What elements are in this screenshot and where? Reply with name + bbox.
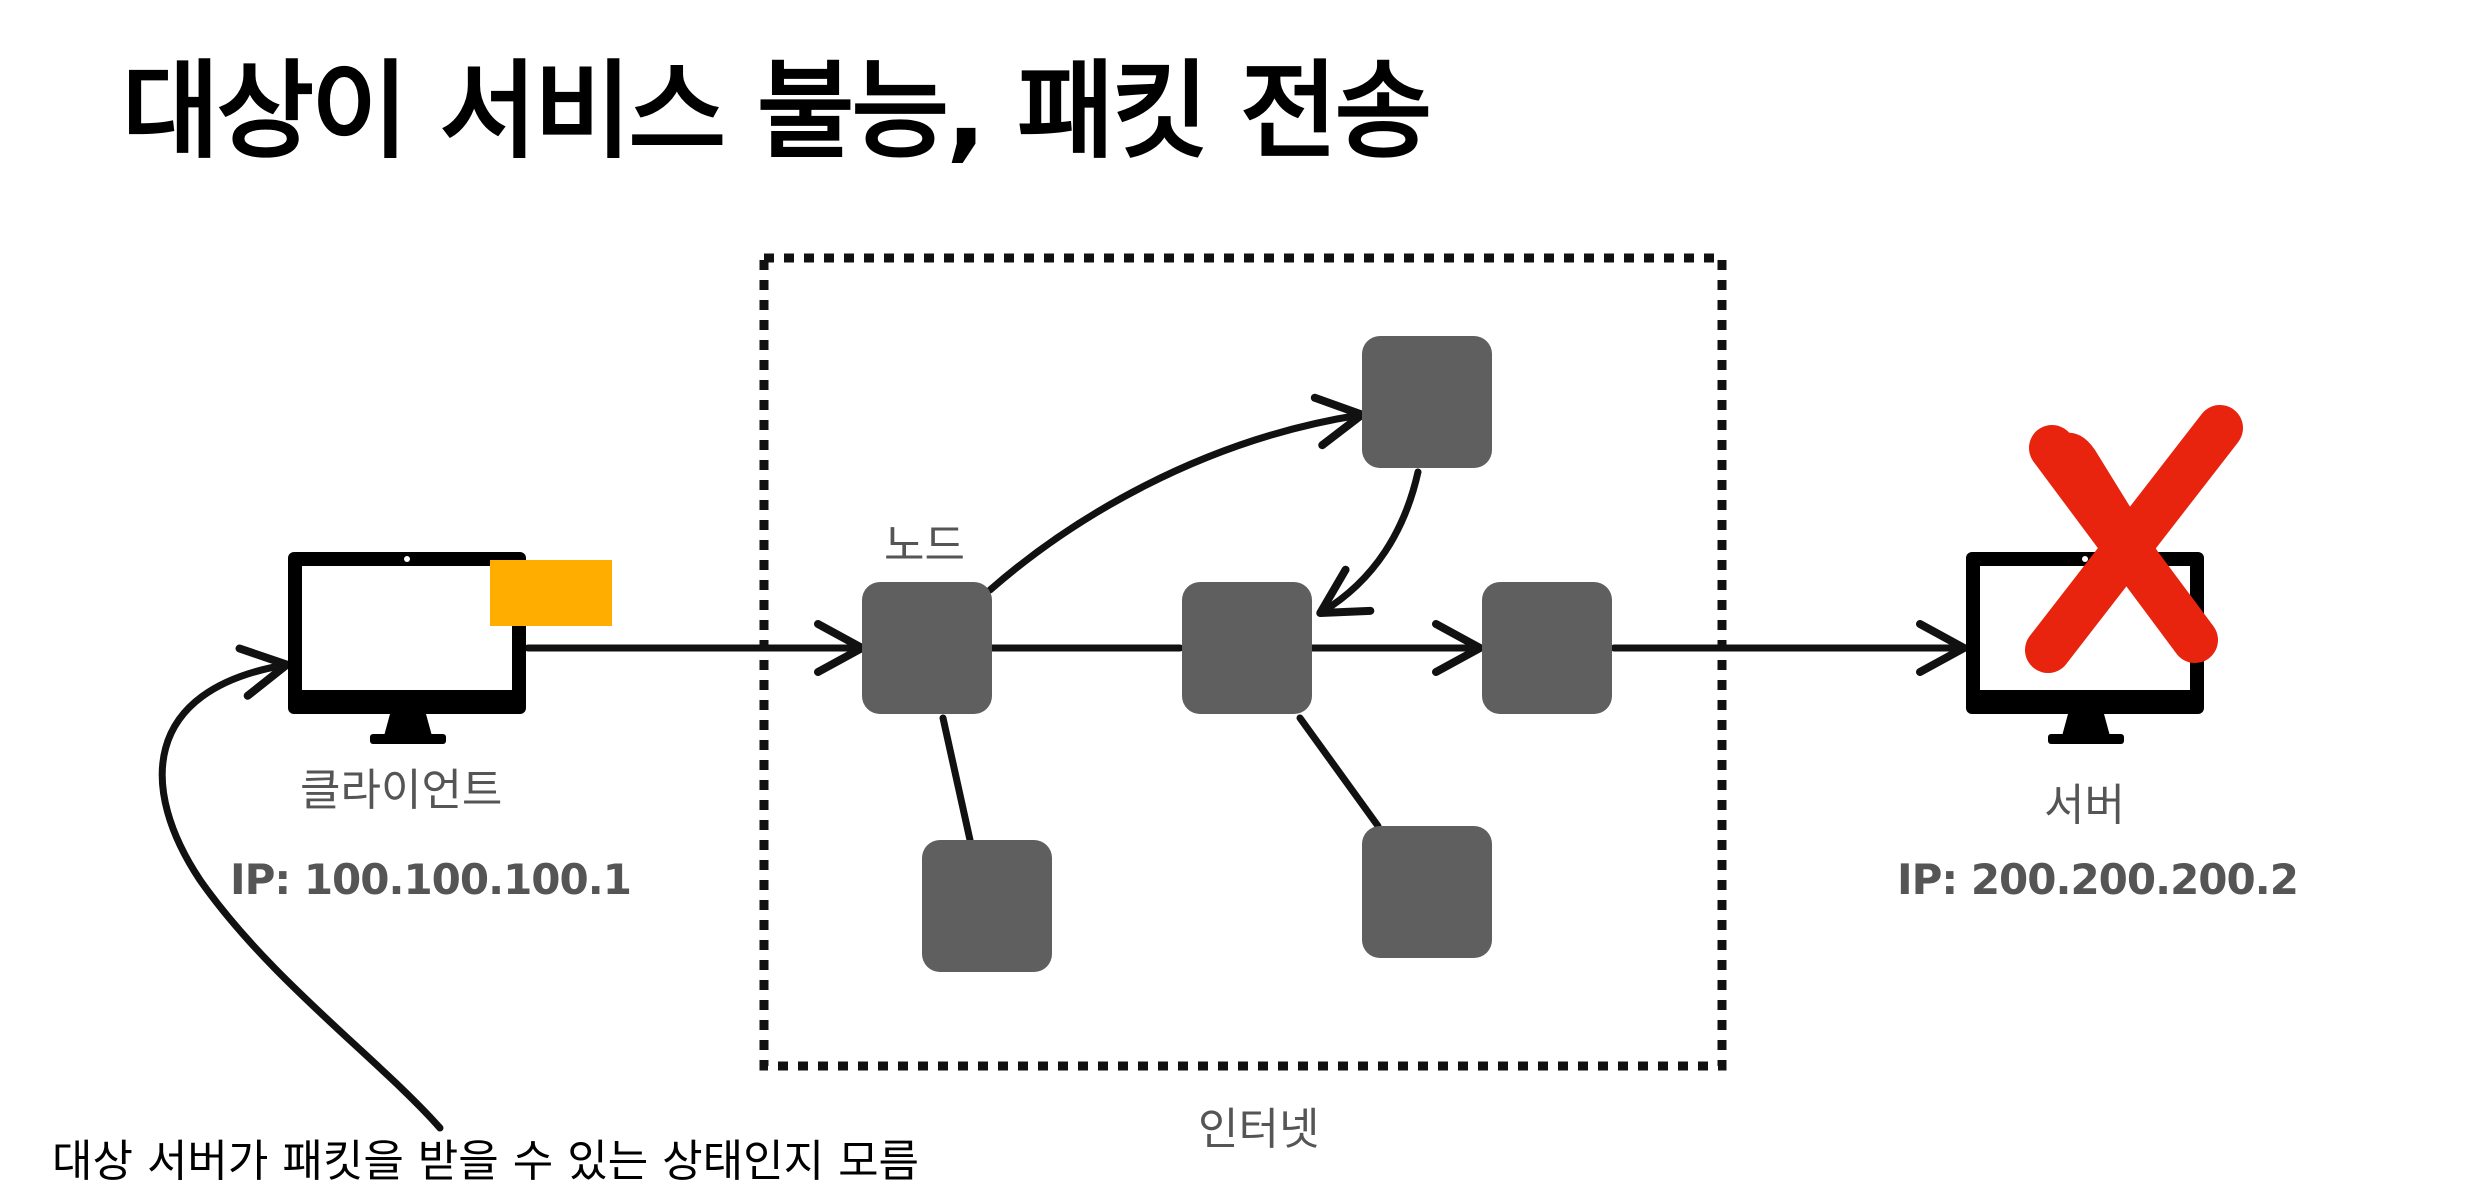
packet-icon (490, 560, 612, 626)
internet-label: 인터넷 (1198, 1104, 1319, 1155)
note-text: 대상 서버가 패킷을 받을 수 있는 상태인지 모름 (52, 1136, 919, 1187)
node-a (862, 582, 992, 714)
arrow-note-to-client (158, 644, 444, 1132)
link-node-a-to-bottom-left (939, 714, 974, 844)
node-label: 노드 (884, 520, 965, 571)
internet-boundary (759, 253, 1727, 1071)
client-ip: IP: 100.100.100.1 (230, 855, 631, 904)
node-b (1182, 582, 1312, 714)
arrow-top-node-to-node-b (1316, 468, 1422, 618)
server-label: 서버 (2044, 780, 2125, 831)
client-monitor-icon (288, 552, 526, 744)
node-d (1482, 582, 1612, 714)
server-ip: IP: 200.200.200.2 (1897, 855, 2298, 904)
link-node-b-to-bottom-right (1296, 714, 1382, 830)
page-title: 대상이 서비스 불능, 패킷 전송 (122, 50, 1429, 173)
arrow-node-a-to-top-node (986, 393, 1366, 594)
node-bottom-right (1362, 826, 1492, 958)
node-top (1362, 336, 1492, 468)
red-x-icon (2025, 405, 2243, 673)
node-bottom-left (922, 840, 1052, 972)
client-label: 클라이언트 (300, 765, 502, 816)
